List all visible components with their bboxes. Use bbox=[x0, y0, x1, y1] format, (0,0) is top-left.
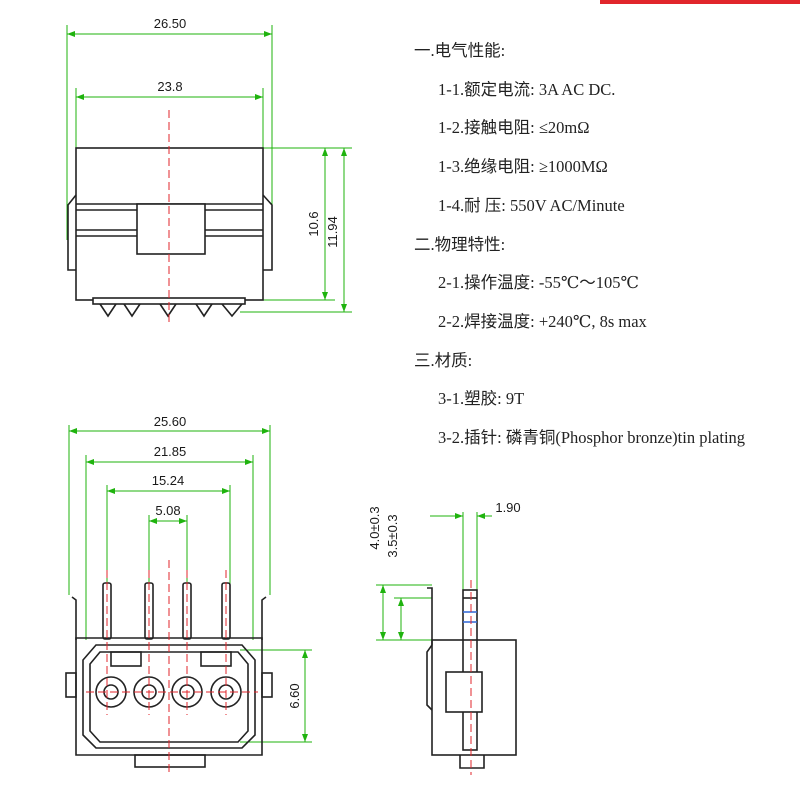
spec-section-material: 三.材质: bbox=[414, 350, 473, 370]
spec-withstand-voltage: 1-4.耐 压: 550V AC/Minute bbox=[438, 195, 625, 215]
spec-plastic: 3-1.塑胶: 9T bbox=[438, 389, 525, 409]
dim-label-21-85: 21.85 bbox=[154, 444, 187, 459]
dim-label-11-94: 11.94 bbox=[325, 216, 340, 248]
front-view-centerlines bbox=[86, 560, 258, 775]
spec-operating-temp: 2-1.操作温度: -55℃～105℃ bbox=[438, 273, 639, 293]
front-view-pins bbox=[102, 582, 231, 640]
dim-label-4-0: 4.0±0.3 bbox=[367, 506, 382, 549]
dim-label-6-60: 6.60 bbox=[287, 683, 302, 708]
spec-section-electrical: 一.电气性能: bbox=[414, 41, 506, 60]
dim-label-3-5: 3.5±0.3 bbox=[385, 514, 400, 557]
spec-contact-resistance: 1-2.接触电阻: ≤20mΩ bbox=[438, 118, 590, 138]
top-edge-mark bbox=[600, 0, 800, 4]
front-view bbox=[65, 425, 312, 768]
dim-label-1-90: 1.90 bbox=[495, 500, 520, 515]
spec-rated-current: 1-1.额定电流: 3A AC DC. bbox=[438, 79, 616, 99]
spec-section-physical: 二.物理特性: bbox=[414, 234, 506, 254]
dim-label-5-08: 5.08 bbox=[155, 503, 180, 518]
top-view bbox=[66, 25, 352, 318]
spec-list: 一.电气性能: 1-1.额定电流: 3A AC DC. 1-2.接触电阻: ≤2… bbox=[414, 32, 800, 458]
dim-label-15-24: 15.24 bbox=[152, 473, 185, 488]
dim-label-10-6: 10.6 bbox=[306, 211, 321, 236]
spec-insulation-resistance: 1-3.绝缘电阻: ≥1000MΩ bbox=[438, 157, 608, 177]
spec-pin-material: 3-2.插针: 磷青铜(Phosphor bronze)tin plating bbox=[438, 428, 746, 448]
dim-label-23-8: 23.8 bbox=[157, 79, 182, 94]
dim-label-26-50: 26.50 bbox=[154, 16, 187, 31]
spec-soldering-temp: 2-2.焊接温度: +240℃, 8s max bbox=[438, 311, 647, 331]
dim-label-25-60: 25.60 bbox=[154, 414, 187, 429]
side-view bbox=[376, 512, 517, 769]
